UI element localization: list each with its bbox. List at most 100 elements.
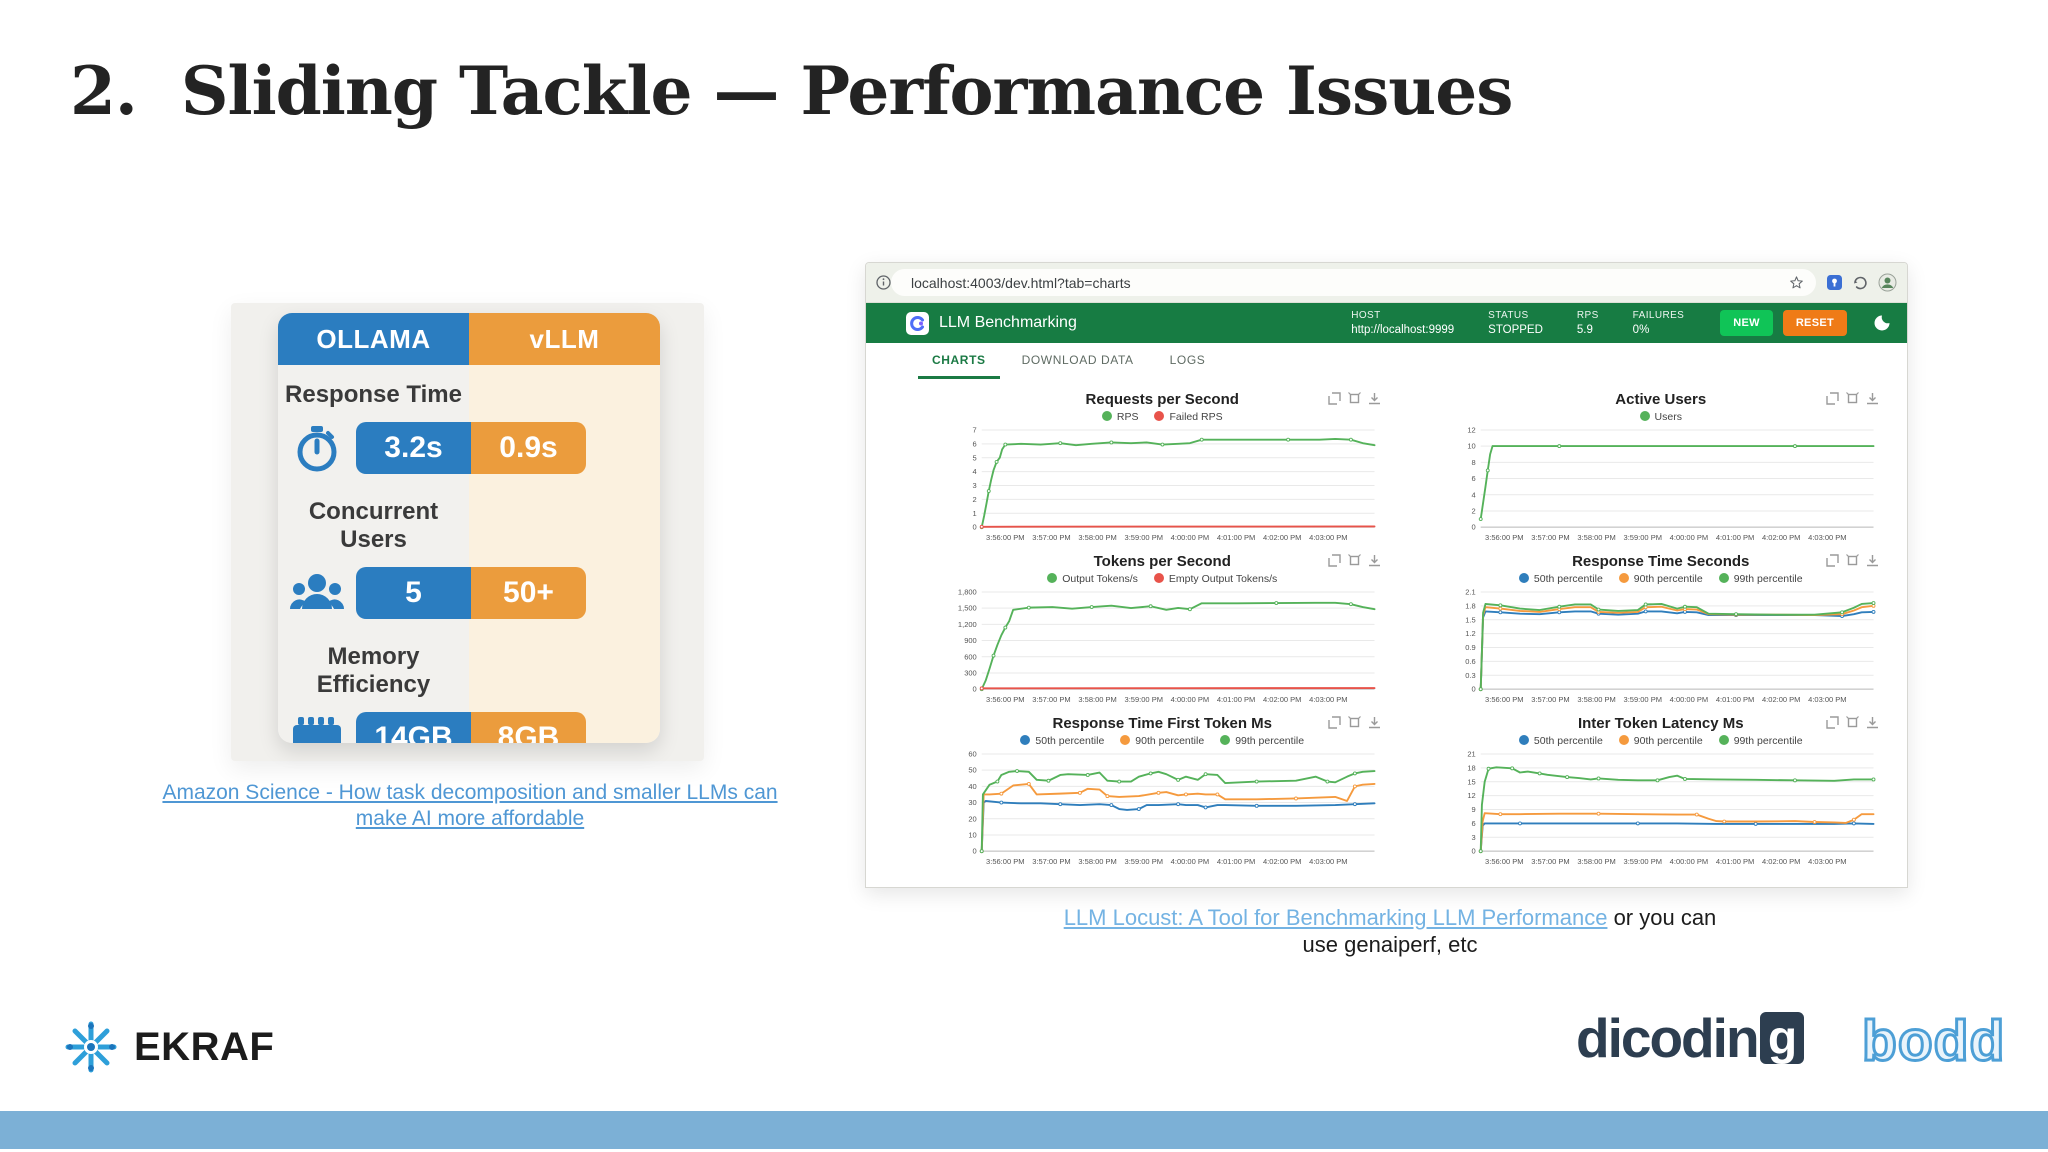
svg-text:0: 0 [1471,523,1475,532]
download-chart-icon[interactable] [1368,392,1381,405]
legend-dot [1154,411,1165,421]
svg-text:3:56:00 PM: 3:56:00 PM [986,533,1024,542]
reset-button[interactable]: RESET [1782,310,1847,336]
svg-text:4:03:00 PM: 4:03:00 PM [1808,695,1846,704]
tab-charts[interactable]: CHARTS [918,345,1000,379]
svg-text:60: 60 [968,750,976,759]
legend-item[interactable]: 99th percentile [1718,735,1803,747]
tab-logs[interactable]: LOGS [1169,353,1206,367]
metric-label: Response Time [285,381,462,408]
svg-text:3:59:00 PM: 3:59:00 PM [1623,857,1661,866]
legend-item[interactable]: 99th percentile [1220,735,1304,747]
metric-group: Concurrent Users 5 50+ [278,498,660,619]
svg-text:0.6: 0.6 [1465,657,1475,666]
svg-text:3:56:00 PM: 3:56:00 PM [1485,533,1523,542]
svg-text:10: 10 [1467,442,1475,451]
download-chart-icon[interactable] [1866,392,1879,405]
browser-url-bar: localhost:4003/dev.html?tab=charts [866,263,1907,303]
svg-text:3:59:00 PM: 3:59:00 PM [1125,857,1163,866]
zoom-reset-icon[interactable] [1347,392,1361,405]
dark-mode-toggle-icon[interactable] [1873,314,1891,332]
legend-item[interactable]: 90th percentile [1618,735,1703,747]
comparison-card: OLLAMA vLLM Response Time 3.2s 0.9s [278,313,660,743]
legend-item[interactable]: Output Tokens/s [1047,573,1138,585]
svg-text:3:59:00 PM: 3:59:00 PM [1125,695,1163,704]
legend-item[interactable]: 50th percentile [1020,735,1104,747]
metric-value-ollama: 3.2s [356,422,471,474]
legend-item[interactable]: Empty Output Tokens/s [1153,573,1277,585]
legend-dot [1639,411,1650,421]
stat-value: STOPPED [1488,324,1543,336]
svg-text:4:03:00 PM: 4:03:00 PM [1309,857,1347,866]
caption-line2: use genaiperf, etc [1302,931,1478,957]
extensions-icon[interactable] [1852,274,1869,291]
svg-text:10: 10 [968,831,976,840]
tab-download-data[interactable]: DOWNLOAD DATA [1021,353,1134,367]
zoom-reset-icon[interactable] [1347,554,1361,567]
download-chart-icon[interactable] [1866,554,1879,567]
pan-tool-icon[interactable] [1327,392,1341,405]
svg-text:0: 0 [1471,685,1475,694]
svg-text:4:02:00 PM: 4:02:00 PM [1263,533,1301,542]
svg-text:2.1: 2.1 [1465,588,1475,597]
amazon-science-link[interactable]: Amazon Science - How task decomposition … [162,781,778,831]
svg-text:12: 12 [1467,426,1475,435]
legend-dot [1518,573,1529,584]
info-icon[interactable] [876,275,891,290]
chart-legend: 50th percentile 90th percentile 99th perce… [1443,573,1880,585]
browser-window: localhost:4003/dev.html?tab=charts [865,262,1908,888]
svg-text:1.2: 1.2 [1465,629,1475,638]
svg-text:2: 2 [1471,507,1475,516]
zoom-reset-icon[interactable] [1846,554,1859,567]
download-chart-icon[interactable] [1368,716,1381,729]
svg-text:3:58:00 PM: 3:58:00 PM [1577,857,1615,866]
stat-value: http://localhost:9999 [1351,324,1455,336]
download-chart-icon[interactable] [1866,716,1879,729]
zoom-reset-icon[interactable] [1846,392,1859,405]
svg-text:3:57:00 PM: 3:57:00 PM [1032,857,1070,866]
legend-item[interactable]: 50th percentile [1518,735,1603,747]
address-input[interactable]: localhost:4003/dev.html?tab=charts [891,269,1816,296]
legend-item[interactable]: Users [1639,411,1682,423]
svg-text:3:59:00 PM: 3:59:00 PM [1623,533,1661,542]
svg-text:7: 7 [973,426,977,435]
pan-tool-icon[interactable] [1327,554,1341,567]
llm-locust-caption: LLM Locust: A Tool for Benchmarking LLM … [1025,905,1755,959]
zoom-reset-icon[interactable] [1347,716,1361,729]
password-manager-icon[interactable] [1826,274,1843,291]
legend-item[interactable]: 99th percentile [1718,573,1803,585]
legend-item[interactable]: 90th percentile [1120,735,1204,747]
pan-tool-icon[interactable] [1826,392,1839,405]
svg-text:4:01:00 PM: 4:01:00 PM [1715,533,1753,542]
llm-locust-link[interactable]: LLM Locust: A Tool for Benchmarking LLM … [1063,905,1608,930]
svg-text:0: 0 [973,523,977,532]
new-button[interactable]: NEW [1720,310,1773,336]
pan-tool-icon[interactable] [1826,554,1839,567]
svg-text:1,500: 1,500 [958,604,977,613]
slide-bottom-bar [0,1111,2048,1149]
svg-text:4:00:00 PM: 4:00:00 PM [1171,533,1209,542]
stat-label: FAILURES [1632,310,1685,321]
svg-text:6: 6 [973,439,977,448]
svg-text:1,800: 1,800 [958,588,977,597]
header-stat: RPS 5.9 [1577,310,1599,336]
metric-row: 14GB 8GB [278,712,660,743]
metric-label: Memory Efficiency [316,643,431,698]
zoom-reset-icon[interactable] [1846,716,1859,729]
svg-text:0: 0 [973,847,977,856]
legend-item[interactable]: 50th percentile [1518,573,1603,585]
bookmark-star-icon[interactable] [1789,275,1804,290]
legend-item[interactable]: Failed RPS [1154,411,1223,423]
svg-text:21: 21 [1467,750,1475,759]
download-chart-icon[interactable] [1368,554,1381,567]
legend-item[interactable]: 90th percentile [1618,573,1703,585]
pan-tool-icon[interactable] [1327,716,1341,729]
pan-tool-icon[interactable] [1826,716,1839,729]
profile-avatar-icon[interactable] [1878,273,1897,292]
legend-item[interactable]: RPS [1101,411,1138,423]
chart-panel: Response Time First Token Ms 50th percen… [944,715,1381,869]
